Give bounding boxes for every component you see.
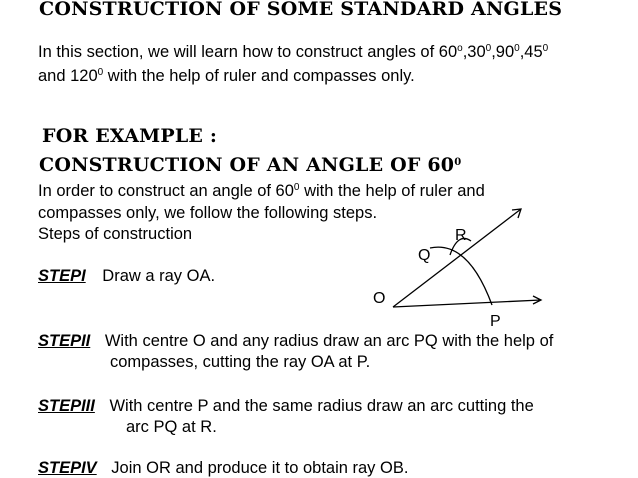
arc-pq bbox=[429, 246, 493, 306]
construction-heading: CONSTRUCTION OF AN ANGLE OF 600 bbox=[39, 154, 462, 176]
intro-line-2: and 1200 with the help of ruler and comp… bbox=[38, 67, 415, 85]
step-3-text: With centre P and the same radius draw a… bbox=[109, 397, 534, 415]
step-4: STEPIV Join OR and produce it to obtain … bbox=[38, 458, 408, 478]
step-3-label: STEPIII bbox=[38, 397, 95, 415]
arc-through-r bbox=[449, 237, 472, 256]
step-2: STEPII With centre O and any radius draw… bbox=[38, 331, 553, 351]
step-3: STEPIII With centre P and the same radiu… bbox=[38, 396, 534, 416]
steps-heading: Steps of construction bbox=[38, 225, 193, 243]
step-2-label: STEPII bbox=[38, 332, 91, 350]
section-heading: CONSTRUCTION OF SOME STANDARD ANGLES bbox=[39, 0, 563, 20]
label-o: O bbox=[373, 290, 385, 307]
step-3-continued: arc PQ at R. bbox=[126, 418, 217, 436]
ray-ob-arrowhead bbox=[511, 208, 522, 219]
step-4-label: STEPIV bbox=[38, 459, 97, 477]
step-1-label: STEPI bbox=[38, 267, 86, 285]
ray-ob bbox=[392, 208, 522, 308]
label-p: P bbox=[490, 313, 501, 330]
para-line-1: In order to construct an angle of 600 wi… bbox=[38, 182, 485, 200]
example-heading: FOR EXAMPLE : bbox=[42, 125, 218, 147]
ray-oa-arrowhead bbox=[532, 295, 543, 305]
step-4-text: Join OR and produce it to obtain ray OB. bbox=[111, 459, 409, 477]
step-1: STEPI Draw a ray OA. bbox=[38, 266, 215, 286]
label-r: R bbox=[455, 227, 467, 244]
step-2-text: With centre O and any radius draw an arc… bbox=[104, 332, 554, 350]
para-line-2: compasses only, we follow the following … bbox=[38, 204, 378, 222]
label-q: Q bbox=[418, 247, 430, 264]
ray-oa bbox=[392, 299, 542, 308]
step-1-text: Draw a ray OA. bbox=[102, 267, 216, 285]
step-2-continued: compasses, cutting the ray OA at P. bbox=[110, 353, 371, 371]
intro-line-1: In this section, we will learn how to co… bbox=[38, 43, 549, 61]
